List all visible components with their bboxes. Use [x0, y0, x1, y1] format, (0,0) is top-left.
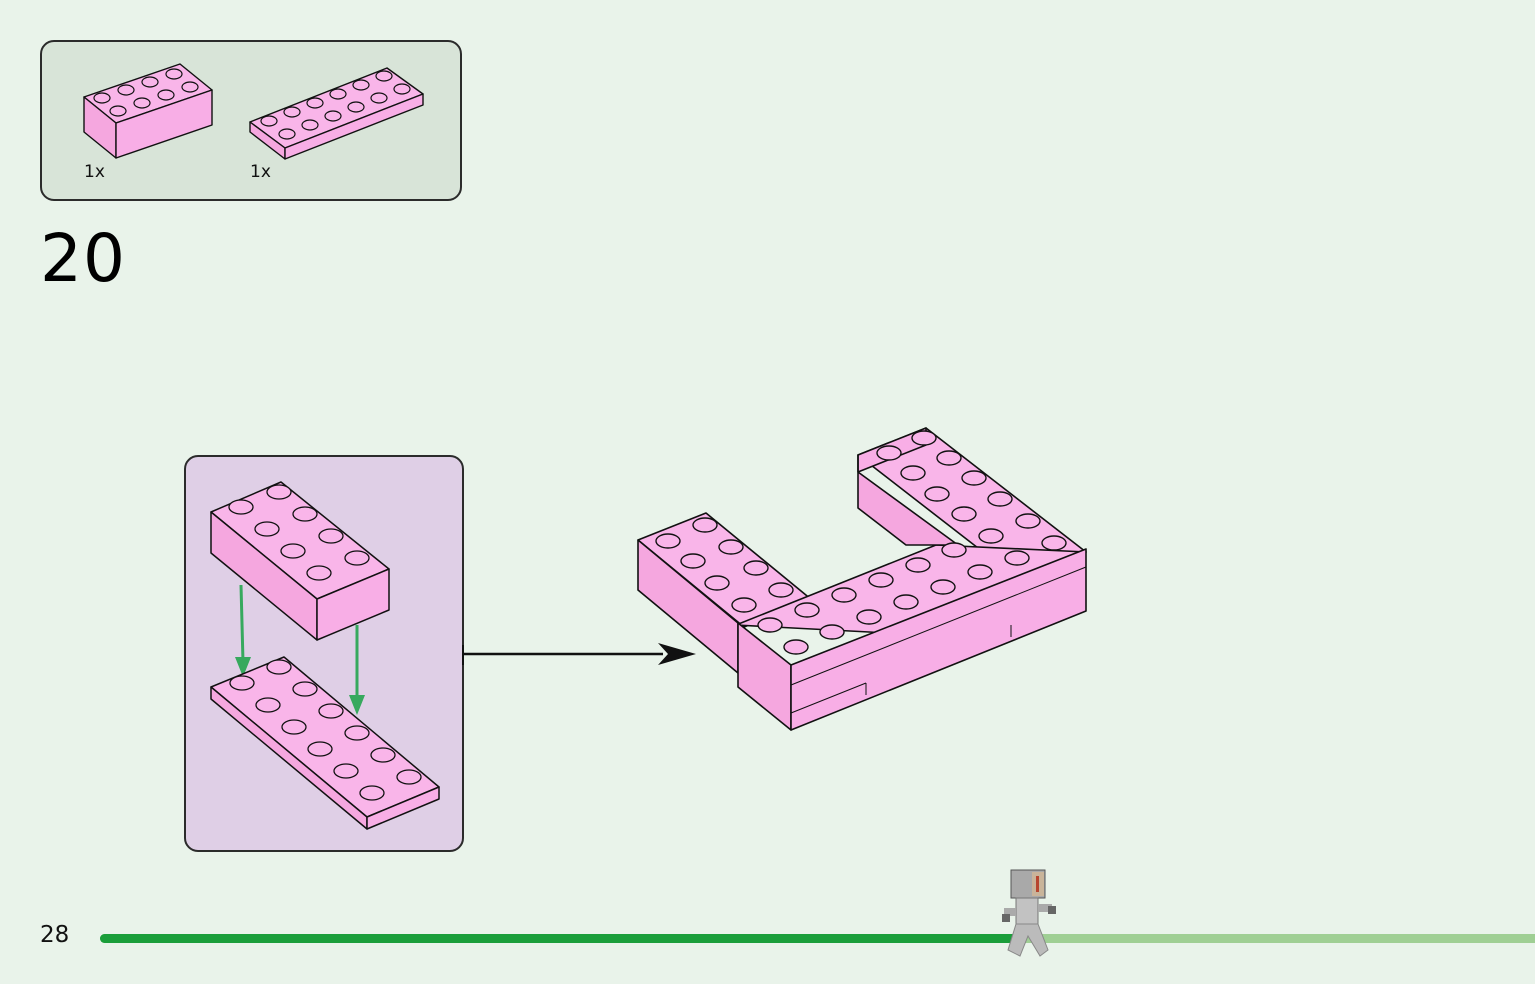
plate-2x6	[210, 656, 440, 830]
minifigure-runner-icon	[1002, 869, 1056, 957]
parts-list-box: 1x 1x	[40, 40, 462, 201]
arrow-right-icon	[462, 643, 696, 665]
brick-2x4-icon	[83, 63, 213, 159]
subassembly-illustration	[210, 481, 440, 830]
down-arrow-icon	[235, 584, 365, 715]
progress-fill	[100, 934, 1019, 943]
brick-2x4	[210, 481, 390, 641]
brick-studs	[228, 484, 370, 581]
part-qty-1: 1x	[84, 162, 105, 182]
assembly-model-illustration	[637, 427, 1087, 731]
plate-2x6-icon	[249, 67, 424, 160]
page-number: 28	[40, 922, 70, 948]
progress-bar	[100, 934, 1535, 943]
model-body	[637, 427, 1087, 731]
part-qty-2: 1x	[250, 162, 271, 182]
model-studs	[655, 430, 1067, 655]
step-number: 20	[40, 220, 126, 297]
subassembly-box	[184, 455, 464, 852]
plate-studs	[229, 659, 422, 801]
